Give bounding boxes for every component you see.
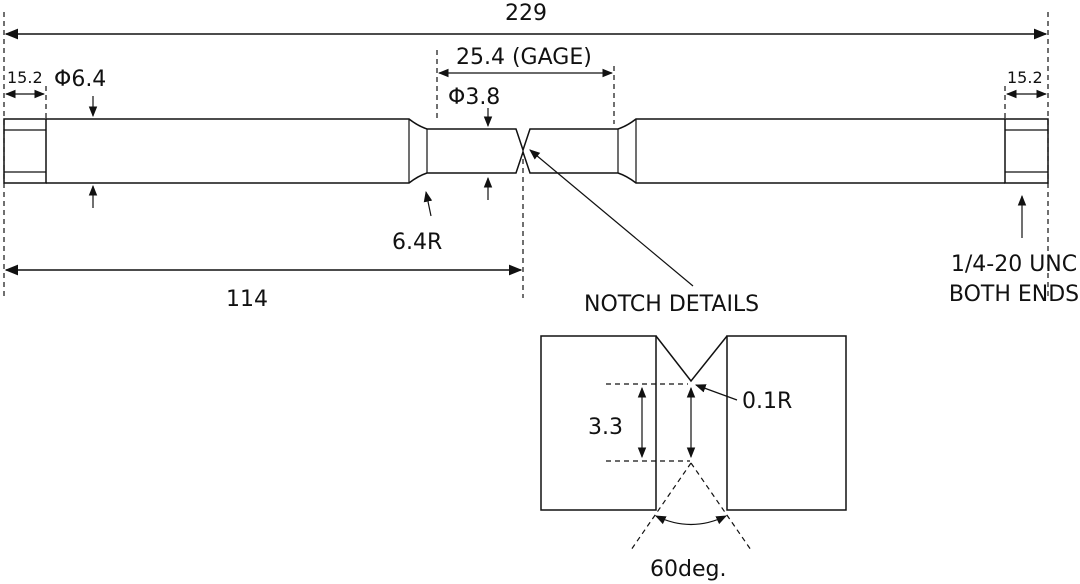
specimen-body [3, 118, 1049, 184]
notch-angle-label: 60deg. [650, 557, 726, 582]
gage-length-dimension: 25.4 (GAGE) [436, 45, 615, 124]
half-length-label: 114 [226, 287, 268, 312]
notch-detail-view: 3.3 0.1R 60deg. [540, 335, 847, 582]
notch-details-label: NOTCH DETAILS [584, 292, 759, 317]
overall-length-label: 229 [505, 1, 547, 26]
shank-diameter-label: Φ6.4 [54, 67, 106, 92]
left-thread-dimension: 15.2 [4, 68, 47, 120]
notch-depth-label: 3.3 [588, 415, 623, 440]
gage-diameter-label: Φ3.8 [448, 85, 500, 110]
shank-diameter-dimension: Φ6.4 [54, 67, 106, 208]
fillet-radius-callout: 6.4R [392, 190, 442, 255]
notch-radius-label: 0.1R [742, 389, 792, 414]
notch-details-callout: NOTCH DETAILS [529, 149, 759, 317]
left-thread-length-label: 15.2 [7, 68, 43, 87]
right-thread-dimension: 15.2 [1004, 68, 1048, 120]
half-length-dimension: 114 [4, 150, 524, 312]
gage-diameter-dimension: Φ3.8 [448, 85, 500, 200]
right-thread-length-label: 15.2 [1007, 68, 1043, 87]
gage-length-label: 25.4 (GAGE) [456, 45, 592, 70]
fillet-radius-label: 6.4R [392, 230, 442, 255]
thread-spec-line1: 1/4-20 UNC [951, 252, 1077, 277]
thread-spec-callout: 1/4-20 UNC BOTH ENDS [949, 194, 1079, 307]
thread-spec-line2: BOTH ENDS [949, 282, 1079, 307]
